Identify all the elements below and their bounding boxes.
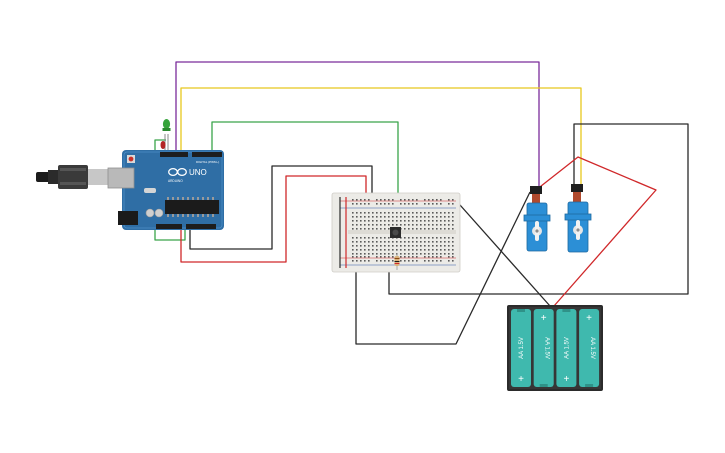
led-icon[interactable]	[160, 119, 171, 150]
servo-motor-right[interactable]	[564, 184, 592, 253]
pushbutton-icon[interactable]	[390, 227, 401, 238]
battery-cell: + AA 1.5V	[556, 309, 577, 387]
wire-purple-servo1-signal[interactable]	[175, 61, 540, 190]
wire-red-5v[interactable]	[180, 175, 367, 263]
battery-plus-label: +	[541, 313, 547, 324]
arduino-logo-text: ARDUINO	[168, 179, 183, 183]
battery-plus-label: +	[586, 313, 592, 324]
battery-cells: + AA 1.5V + AA 1.5V + AA 1.5V + AA 1.5V	[511, 309, 600, 387]
arduino-logo-icon	[168, 167, 187, 177]
wire-red-battery-servos[interactable]	[535, 156, 657, 307]
arduino-uno-board[interactable]: UNO ARDUINO DIGITAL (PWM~)	[107, 150, 224, 230]
battery-cell-label: AA 1.5V	[564, 337, 570, 359]
resistor-icon[interactable]	[394, 253, 400, 270]
servo-motor-left[interactable]	[523, 186, 551, 252]
wire-yellow-servo2-signal[interactable]	[180, 87, 582, 190]
battery-cell-label: AA 1.5V	[589, 337, 595, 359]
battery-cell-label: AA 1.5V	[544, 337, 550, 359]
wire-black-gnd[interactable]	[189, 165, 373, 250]
battery-cell: + AA 1.5V	[511, 309, 531, 387]
breadboard-holes	[352, 199, 454, 262]
battery-plus-label: +	[518, 374, 524, 385]
battery-cell: + AA 1.5V	[579, 309, 600, 387]
wire-black-battery[interactable]	[355, 191, 531, 345]
wires	[154, 61, 689, 345]
battery-cell-label: AA 1.5V	[519, 337, 525, 359]
wire-green-button[interactable]	[211, 121, 399, 222]
battery-cell: + AA 1.5V	[533, 309, 554, 387]
usb-cable-icon	[36, 165, 110, 189]
arduino-uno-label: UNO	[189, 168, 207, 177]
arduino-digital-label: DIGITAL (PWM~)	[196, 160, 219, 164]
wire-green-side[interactable]	[154, 139, 186, 241]
battery-plus-label: +	[563, 374, 569, 385]
wire-black-loop[interactable]	[388, 123, 689, 295]
